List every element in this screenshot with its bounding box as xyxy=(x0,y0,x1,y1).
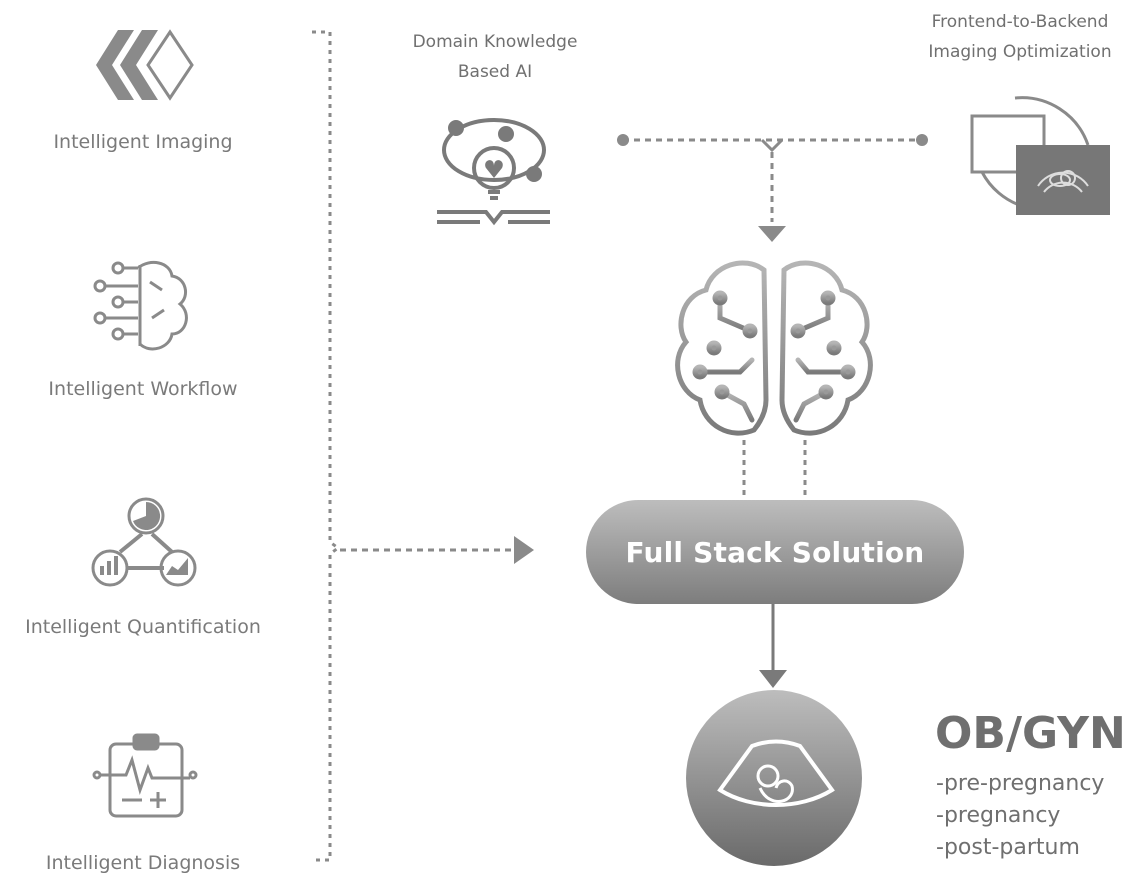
obgyn-list: -pre-pregnancy -pregnancy -post-partum xyxy=(936,768,1104,864)
top-connector xyxy=(617,134,928,242)
quantification-triangle-icon xyxy=(91,497,197,587)
imaging-chevrons-icon xyxy=(96,29,194,101)
brain-to-solution-connectors xyxy=(742,440,807,498)
obgyn-title: OB/GYN xyxy=(935,708,1126,759)
brain-circuit-icon xyxy=(93,260,188,351)
clipboard-diagnosis-icon xyxy=(92,733,198,818)
frontend-backend-label-line2: Imaging Optimization xyxy=(928,42,1112,62)
lightbulb-book-icon xyxy=(437,118,550,226)
solution-to-result-arrow xyxy=(759,604,787,688)
brain-circuit-large-icon xyxy=(675,260,873,436)
obgyn-item: -pre-pregnancy xyxy=(936,771,1105,796)
frontend-backend-label: Frontend-to-Backend Imaging Optimization xyxy=(900,7,1140,67)
feature-label-imaging: Intelligent Imaging xyxy=(53,131,233,153)
domain-ai-label-line2: Based AI xyxy=(457,62,533,82)
ultrasound-screen-icon xyxy=(970,96,1110,215)
frontend-backend-label-line1: Frontend-to-Backend xyxy=(931,12,1109,32)
left-bracket xyxy=(312,30,341,862)
full-stack-solution-label: Full Stack Solution xyxy=(625,535,925,569)
feature-label-diagnosis: Intelligent Diagnosis xyxy=(45,852,241,874)
feature-label-workflow: Intelligent Workflow xyxy=(48,378,238,400)
domain-ai-label-line1: Domain Knowledge xyxy=(412,32,578,52)
bracket-to-solution-arrow xyxy=(340,536,534,564)
fetus-ultrasound-icon xyxy=(686,690,862,866)
feature-label-quantification: Intelligent Quantification xyxy=(25,616,261,638)
obgyn-item: -post-partum xyxy=(936,835,1080,860)
full-stack-solution-node: Full Stack Solution xyxy=(586,500,964,604)
obgyn-item: -pregnancy xyxy=(936,803,1061,828)
domain-ai-label: Domain Knowledge Based AI xyxy=(380,27,610,87)
